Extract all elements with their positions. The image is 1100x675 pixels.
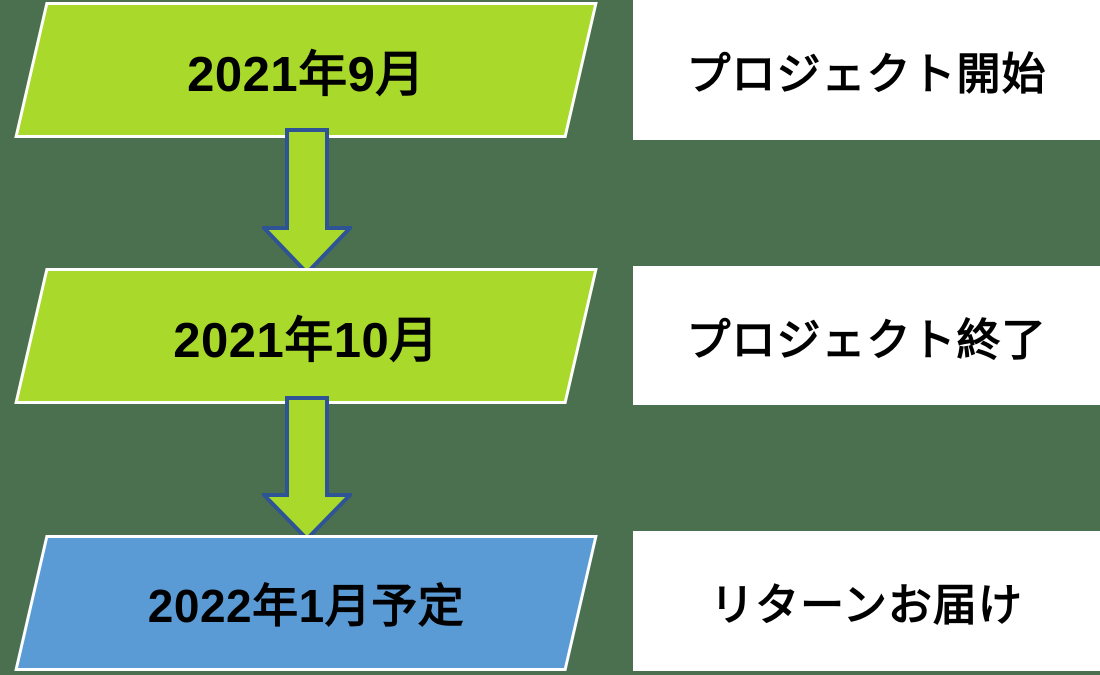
date-chip-3-label: 2022年1月予定 — [147, 580, 465, 632]
date-chip-1: 2021年9月 — [14, 2, 598, 138]
description-box-1: プロジェクト開始 — [633, 0, 1100, 140]
description-box-3-label: リターンお届け — [710, 581, 1023, 630]
description-box-2-label: プロジェクト終了 — [686, 315, 1047, 365]
date-chip-2: 2021年10月 — [14, 268, 598, 404]
date-chip-3: 2022年1月予定 — [14, 535, 598, 671]
description-box-3: リターンお届け — [633, 531, 1100, 671]
down-arrow-icon-1 — [262, 128, 352, 276]
date-chip-1-label: 2021年9月 — [187, 47, 425, 102]
description-box-2: プロジェクト終了 — [633, 266, 1100, 405]
date-chip-2-label: 2021年10月 — [173, 313, 439, 368]
down-arrow-icon-2 — [262, 396, 352, 542]
description-box-1-label: プロジェクト開始 — [686, 50, 1047, 99]
